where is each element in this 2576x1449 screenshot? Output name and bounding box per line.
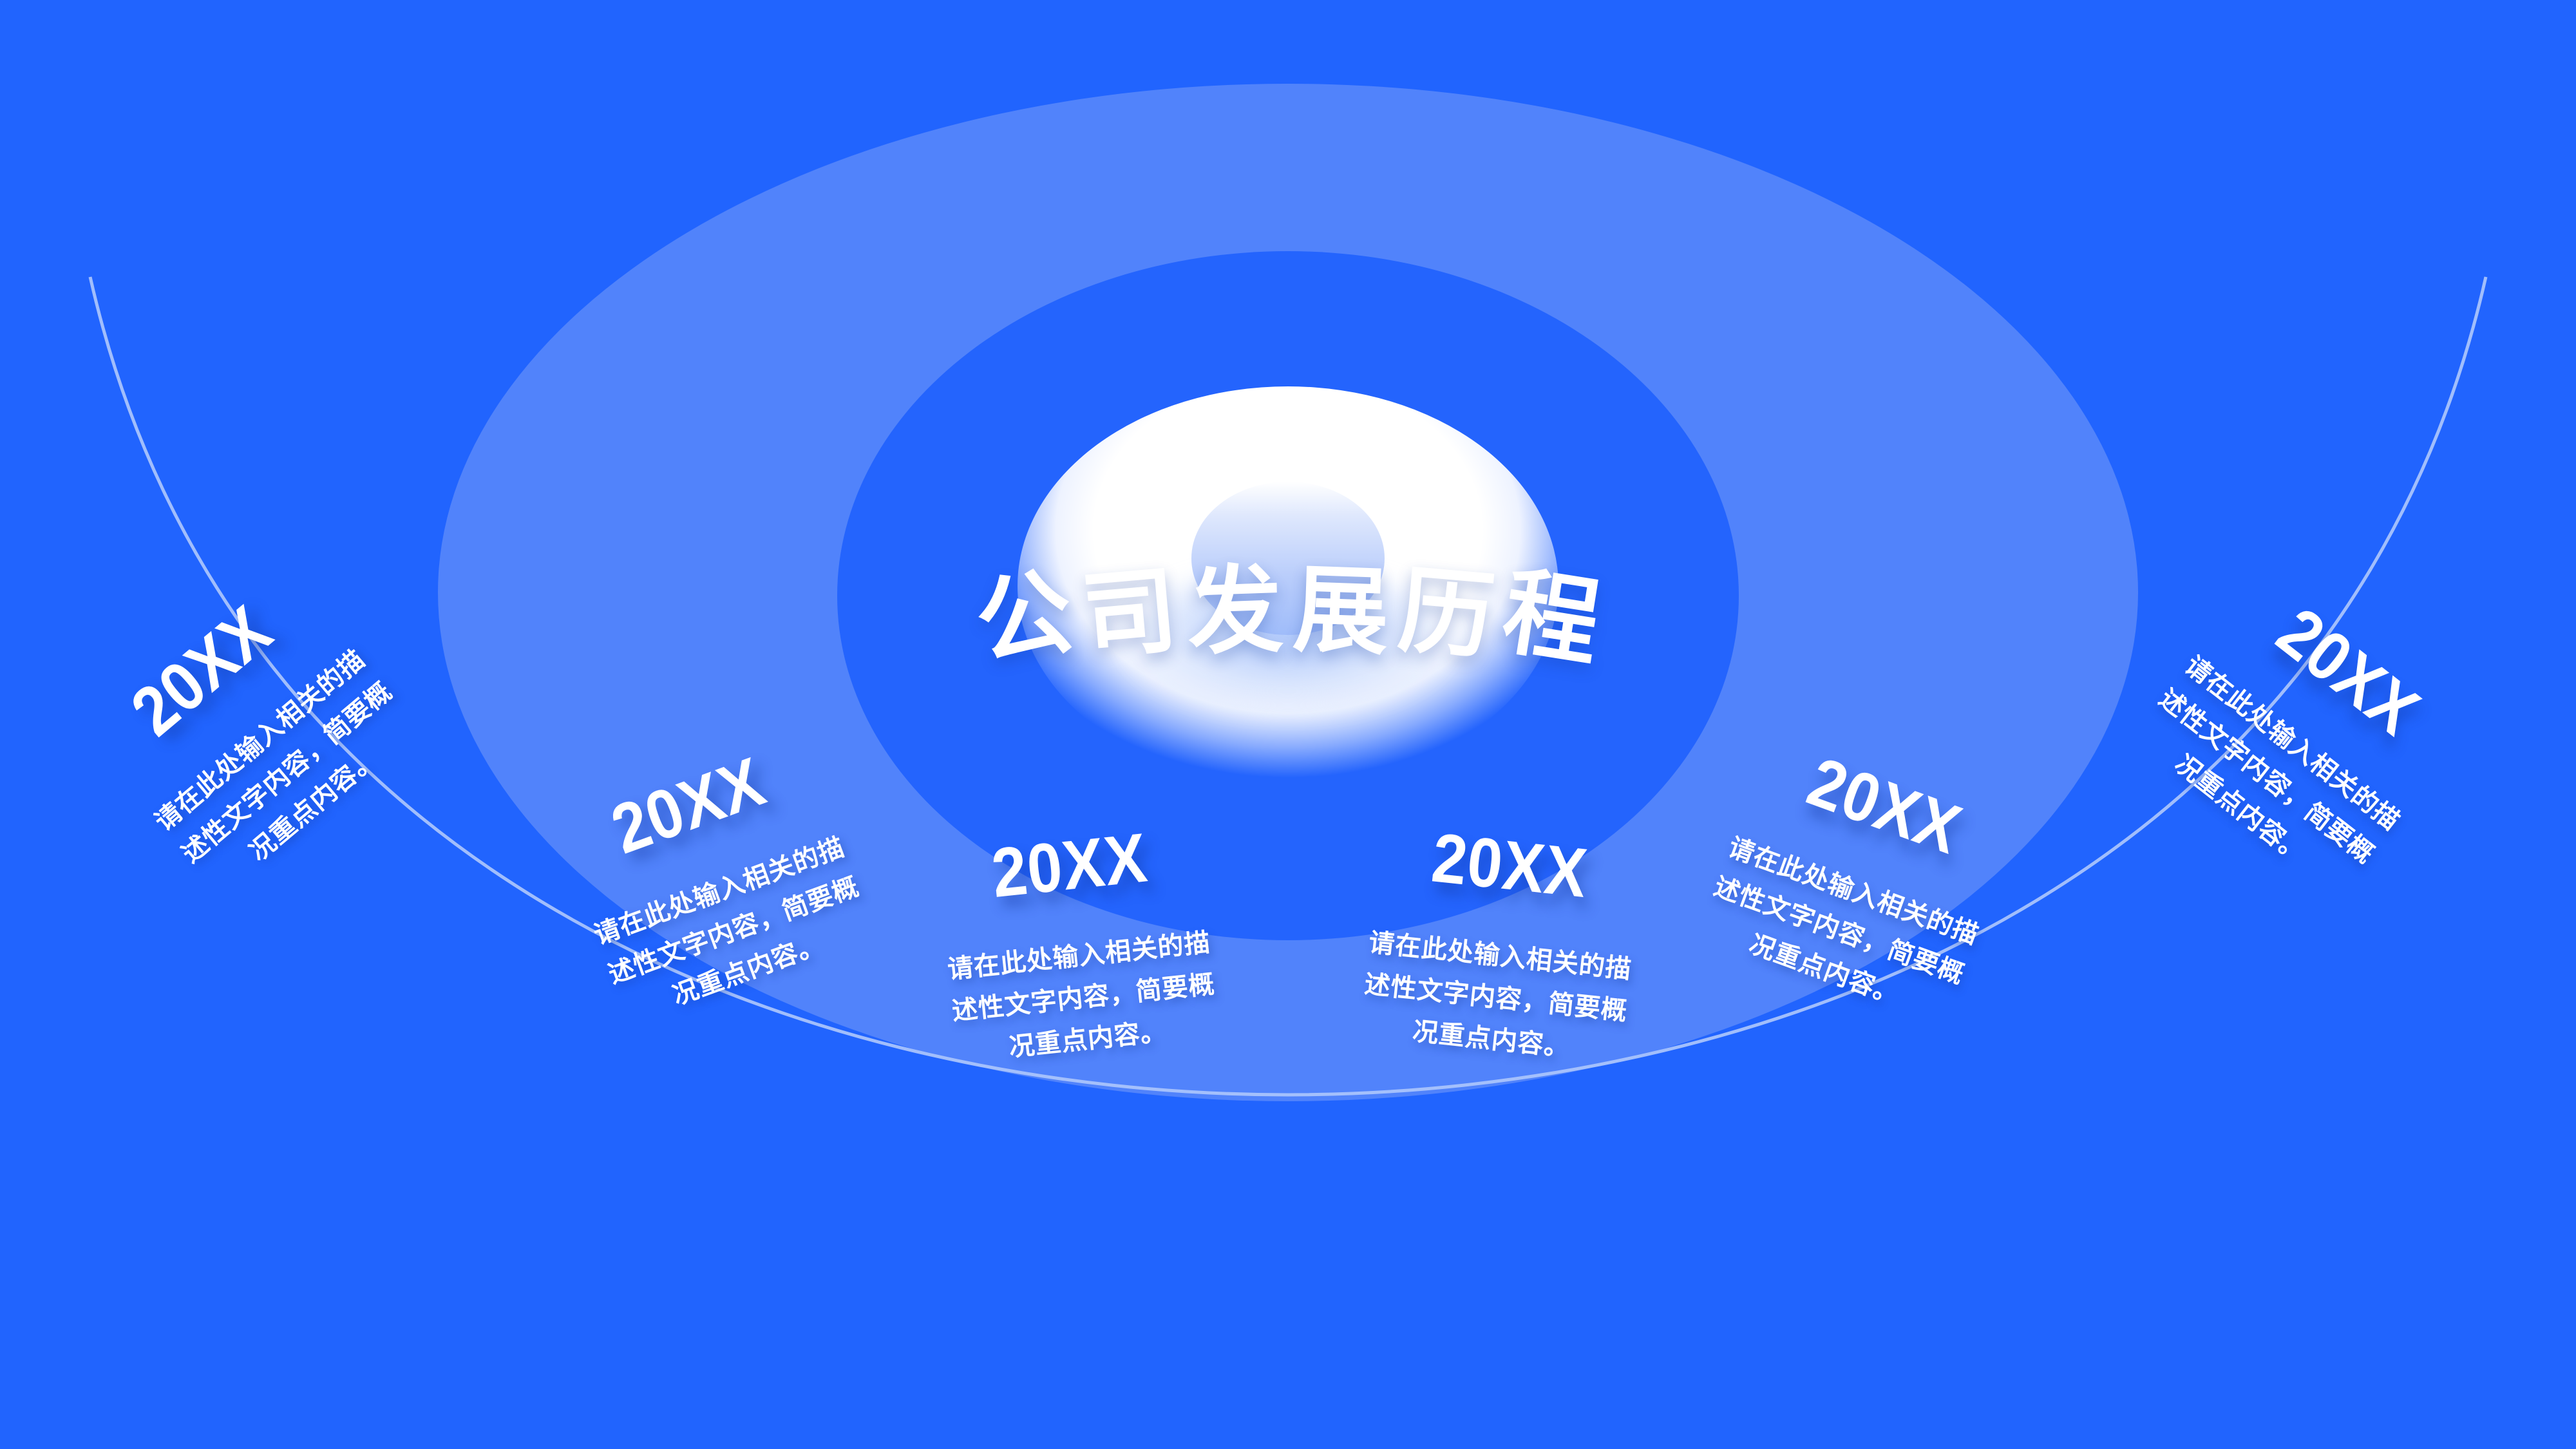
timeline-item[interactable]: 20XX 请在此处输入相关的描述性文字内容，简要概况重点内容。 — [51, 536, 456, 929]
title-char: 程 — [1496, 558, 1607, 678]
title-char: 司 — [1077, 556, 1182, 672]
timeline-item[interactable]: 20XX 请在此处输入相关的描述性文字内容，简要概况重点内容。 — [899, 813, 1256, 1078]
timeline-item[interactable]: 20XX 请在此处输入相关的描述性文字内容，简要概况重点内容。 — [1323, 813, 1680, 1078]
page-title: 公 司 发 展 历 程 — [889, 556, 1687, 677]
timeline-item[interactable]: 20XX 请在此处输入相关的描述性文字内容，简要概况重点内容。 — [1660, 715, 2054, 1047]
title-char: 公 — [969, 558, 1080, 678]
timeline-description: 请在此处输入相关的描述性文字内容，简要概况重点内容。 — [946, 928, 1217, 1062]
title-char: 发 — [1186, 556, 1285, 667]
timeline-item[interactable]: 20XX 请在此处输入相关的描述性文字内容，简要概况重点内容。 — [2096, 541, 2501, 929]
timeline-description: 请在此处输入相关的描述性文字内容，简要概况重点内容。 — [1363, 928, 1633, 1062]
title-char: 展 — [1291, 556, 1390, 667]
timeline-year: 20XX — [1428, 818, 1591, 912]
title-char: 历 — [1394, 556, 1499, 672]
timeline-item[interactable]: 20XX 请在此处输入相关的描述性文字内容，简要概况重点内容。 — [519, 715, 913, 1047]
timeline-year: 20XX — [988, 818, 1151, 912]
